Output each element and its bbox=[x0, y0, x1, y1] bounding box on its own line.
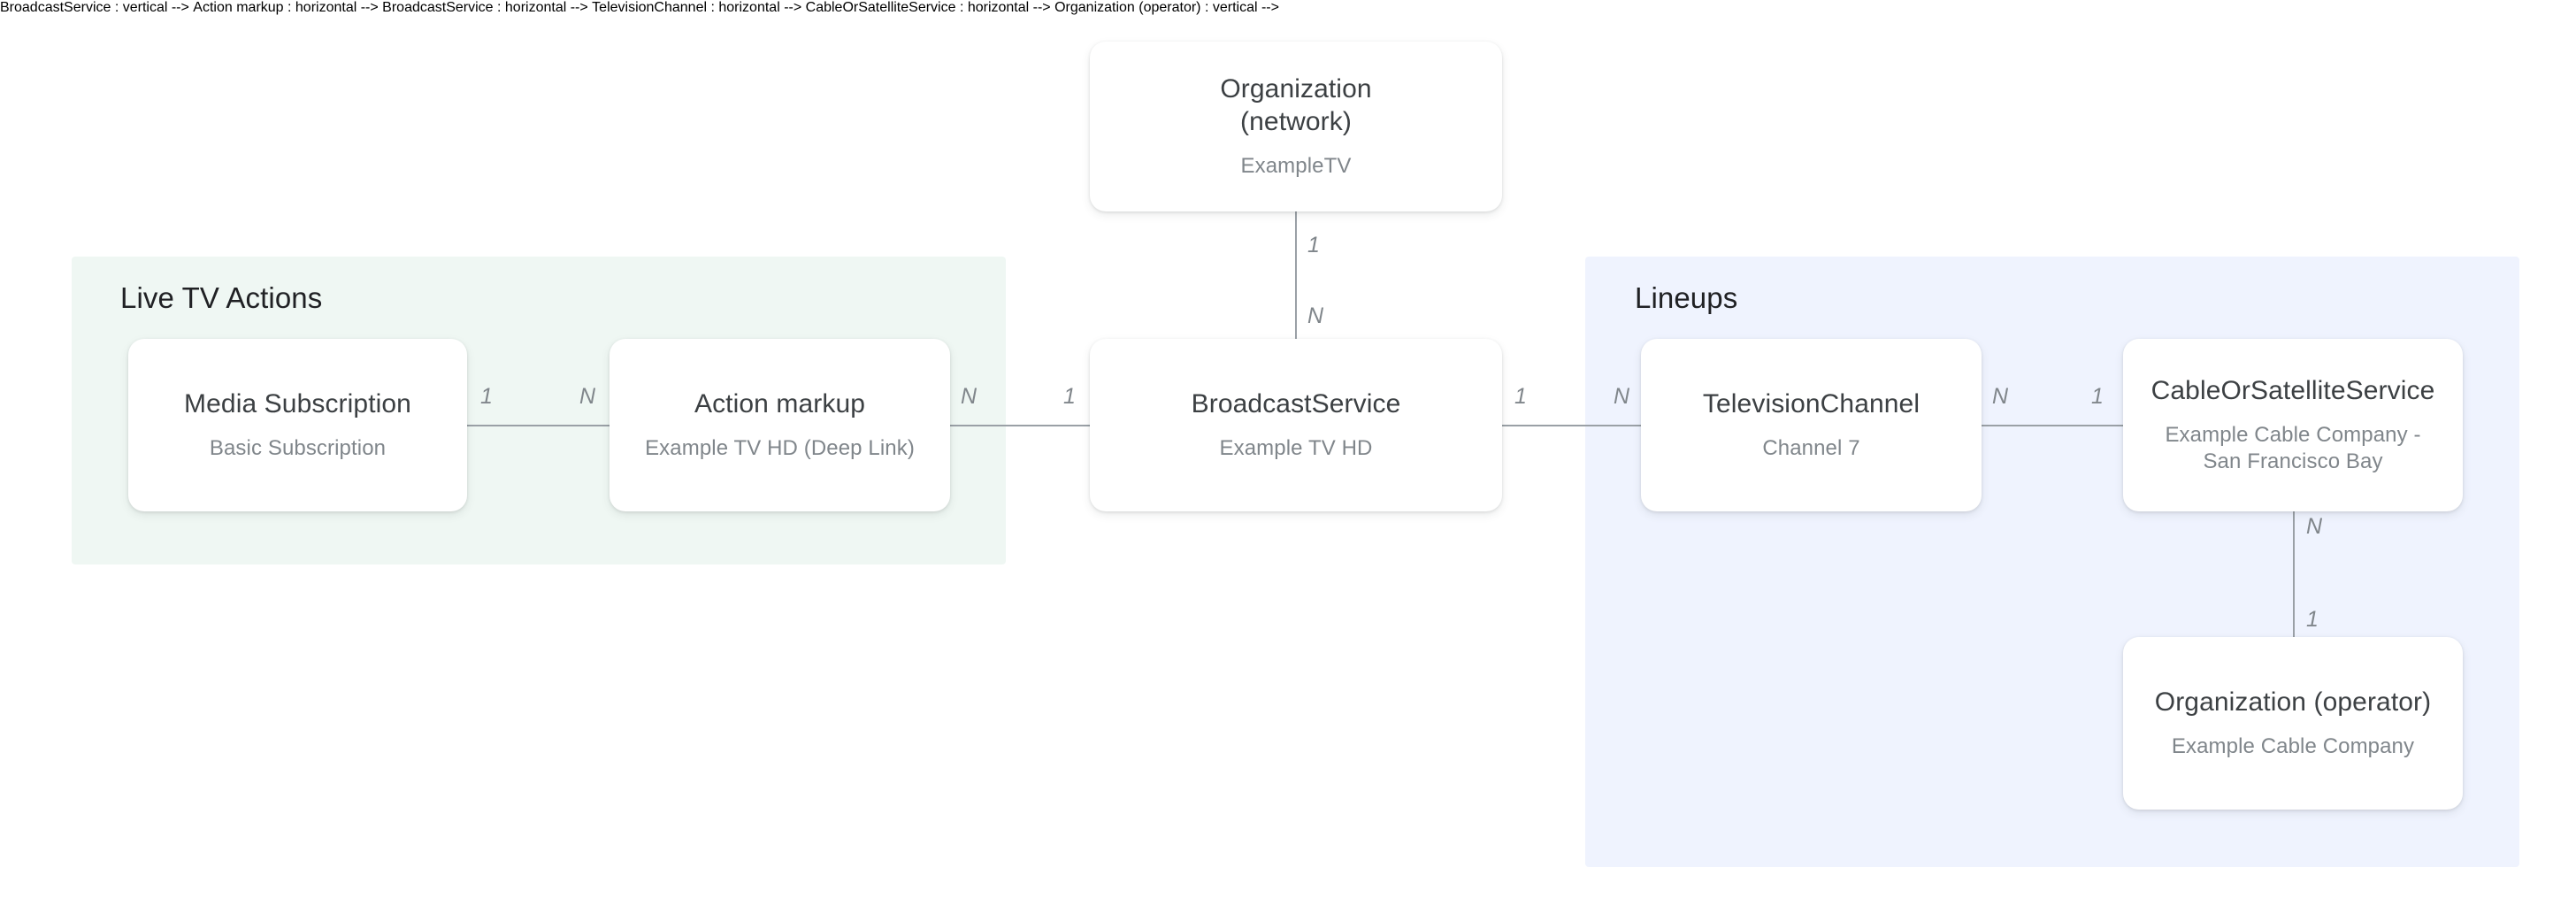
edge-action-markup-to-broadcast-service bbox=[942, 425, 1101, 426]
node-organization-operator-subtitle: Example Cable Company bbox=[2171, 733, 2415, 758]
node-broadcast-service[interactable]: BroadcastService Example TV HD bbox=[1090, 339, 1502, 511]
cardinality-action-markup-to-broadcast-service-to: 1 bbox=[1063, 384, 1076, 409]
cardinality-org-network-to-broadcast-service-to: N bbox=[1307, 303, 1324, 328]
node-cable-or-satellite-service-subtitle: Example Cable Company - San Francisco Ba… bbox=[2165, 422, 2421, 473]
edge-org-network-to-broadcast-service bbox=[1295, 211, 1297, 343]
node-broadcast-service-subtitle: Example TV HD bbox=[1219, 435, 1373, 460]
edge-cable-or-satellite-service-to-org-operator bbox=[2293, 506, 2295, 641]
cardinality-media-subscription-to-action-markup-to: N bbox=[579, 384, 596, 409]
edge-television-channel-to-cable-or-satellite-service bbox=[1973, 425, 2132, 426]
cardinality-cable-or-satellite-service-to-org-operator-from: N bbox=[2306, 514, 2323, 539]
cardinality-broadcast-service-to-television-channel-from: 1 bbox=[1514, 384, 1527, 409]
node-media-subscription[interactable]: Media Subscription Basic Subscription bbox=[128, 339, 467, 511]
cardinality-broadcast-service-to-television-channel-to: N bbox=[1614, 384, 1630, 409]
node-organization-operator-title: Organization (operator) bbox=[2154, 687, 2432, 718]
node-cable-or-satellite-service[interactable]: CableOrSatelliteService Example Cable Co… bbox=[2123, 339, 2463, 511]
node-action-markup[interactable]: Action markup Example TV HD (Deep Link) bbox=[610, 339, 950, 511]
node-action-markup-subtitle: Example TV HD (Deep Link) bbox=[645, 435, 915, 460]
cardinality-org-network-to-broadcast-service-from: 1 bbox=[1307, 233, 1320, 257]
node-organization-operator[interactable]: Organization (operator) Example Cable Co… bbox=[2123, 637, 2463, 810]
group-title-lineups: Lineups bbox=[1635, 281, 1738, 314]
node-organization-network[interactable]: Organization (network) ExampleTV bbox=[1090, 42, 1502, 211]
cardinality-cable-or-satellite-service-to-org-operator-to: 1 bbox=[2306, 607, 2319, 632]
node-broadcast-service-title: BroadcastService bbox=[1191, 389, 1401, 419]
node-television-channel-title: TelevisionChannel bbox=[1702, 389, 1920, 419]
node-organization-network-subtitle: ExampleTV bbox=[1240, 153, 1352, 178]
group-title-live-tv-actions: Live TV Actions bbox=[120, 281, 323, 314]
node-media-subscription-subtitle: Basic Subscription bbox=[209, 435, 387, 460]
edge-media-subscription-to-action-markup bbox=[460, 425, 619, 426]
node-cable-or-satellite-service-title: CableOrSatelliteService bbox=[2150, 376, 2435, 406]
cardinality-action-markup-to-broadcast-service-from: N bbox=[961, 384, 978, 409]
cardinality-television-channel-to-cable-or-satellite-service-to: 1 bbox=[2091, 384, 2104, 409]
cardinality-television-channel-to-cable-or-satellite-service-from: N bbox=[1992, 384, 2009, 409]
node-organization-network-title: Organization (network) bbox=[1220, 74, 1372, 136]
cardinality-media-subscription-to-action-markup-from: 1 bbox=[480, 384, 493, 409]
node-television-channel-subtitle: Channel 7 bbox=[1762, 435, 1860, 460]
node-action-markup-title: Action markup bbox=[694, 389, 866, 419]
node-media-subscription-title: Media Subscription bbox=[184, 389, 411, 419]
node-television-channel[interactable]: TelevisionChannel Channel 7 bbox=[1641, 339, 1982, 511]
edge-broadcast-service-to-television-channel bbox=[1495, 425, 1654, 426]
